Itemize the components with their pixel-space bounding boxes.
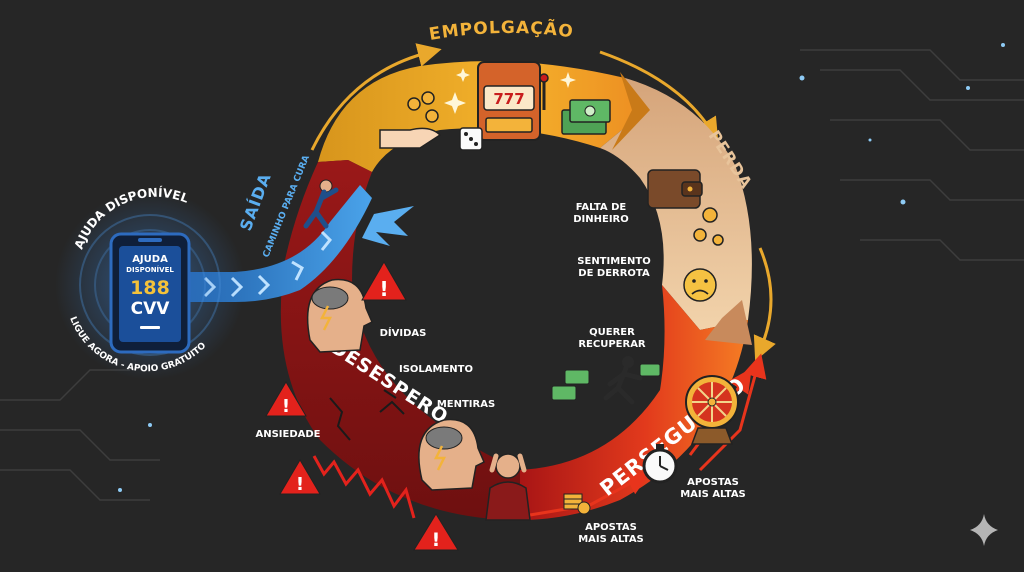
warning-icon-3: !: [279, 459, 321, 495]
zigzag-stress-line: [312, 455, 416, 519]
label-mentiras: MENTIRAS: [437, 399, 495, 410]
svg-text:!: !: [379, 277, 388, 301]
glow-dots-decoration: [118, 43, 1005, 492]
stopwatch-icon: [642, 444, 678, 484]
stage-title-empolgacao: EMPOLGAÇÃO: [428, 16, 575, 45]
dice-icon: [459, 127, 483, 151]
money-hand-icon: [379, 91, 442, 149]
label-querer-recuperar-1: QUERER: [589, 327, 635, 338]
chevron-to-perda: [612, 72, 650, 150]
svg-text:!: !: [282, 396, 290, 417]
label-apostas-mais-altas-a-2: MAIS ALTAS: [680, 489, 746, 500]
climber-icon: [303, 179, 339, 229]
storm-head-icon-2: [418, 418, 485, 491]
storm-head-icon: [306, 278, 373, 353]
circuit-lines-decoration: [0, 49, 1024, 501]
phone-line-1: AJUDA: [132, 254, 168, 265]
label-sentimento-derrota-2: DE DERROTA: [578, 268, 650, 279]
help-ring: [79, 214, 221, 356]
svg-text:!: !: [432, 529, 441, 551]
phone-icon[interactable]: AJUDA DISPONÍVEL 188 CVV: [109, 232, 191, 354]
wheel-of-fortune-icon: [685, 375, 739, 445]
chevron-to-perseguicao: [705, 300, 752, 345]
label-dividas: DÍVIDAS: [380, 326, 427, 339]
phone-number: 188: [130, 277, 170, 299]
outer-arrow-right: [753, 247, 776, 361]
ai-sparkle-icon: [970, 514, 998, 546]
coin-icon: [693, 207, 724, 246]
label-isolamento: ISOLAMENTO: [399, 364, 473, 375]
warning-icon-4: !: [413, 513, 459, 551]
label-querer-recuperar-2: RECUPERAR: [578, 339, 646, 350]
stage-perseguicao-segment: [520, 285, 748, 520]
slot-machine-icon: 777: [477, 61, 549, 141]
outer-arrow-top-right: [599, 50, 719, 143]
warning-icon-2: !: [265, 381, 307, 417]
sad-face-icon: [683, 268, 717, 302]
sparkle-icon: [444, 68, 576, 114]
label-sentimento-derrota-1: SENTIMENTO: [577, 256, 650, 267]
wallet-icon: [647, 169, 703, 209]
label-falta-de-dinheiro-2: DINHEIRO: [573, 214, 629, 225]
label-apostas-mais-altas-a-1: APOSTAS: [687, 477, 739, 488]
slot-digits: 777: [493, 90, 524, 108]
stage-title-saida: SAÍDA: [236, 170, 275, 233]
label-apostas-mais-altas-b-1: APOSTAS: [585, 522, 637, 533]
phone-line-2: DISPONÍVEL: [126, 265, 174, 274]
label-falta-de-dinheiro-1: FALTA DE: [576, 202, 627, 213]
phone-service: CVV: [131, 299, 171, 319]
warning-icon: !: [361, 261, 407, 301]
outer-arrow-top-left: [310, 43, 442, 151]
cash-icon: [561, 99, 611, 135]
lightning-icon: [362, 206, 414, 246]
running-man-icon: [551, 356, 661, 405]
coin-stack-icon: [563, 493, 591, 515]
crack-lines: [329, 389, 405, 441]
label-apostas-mais-altas-b-2: MAIS ALTAS: [578, 534, 644, 545]
svg-text:!: !: [296, 474, 304, 495]
label-ansiedade: ANSIEDADE: [255, 429, 320, 440]
despair-man-icon: [485, 453, 531, 521]
